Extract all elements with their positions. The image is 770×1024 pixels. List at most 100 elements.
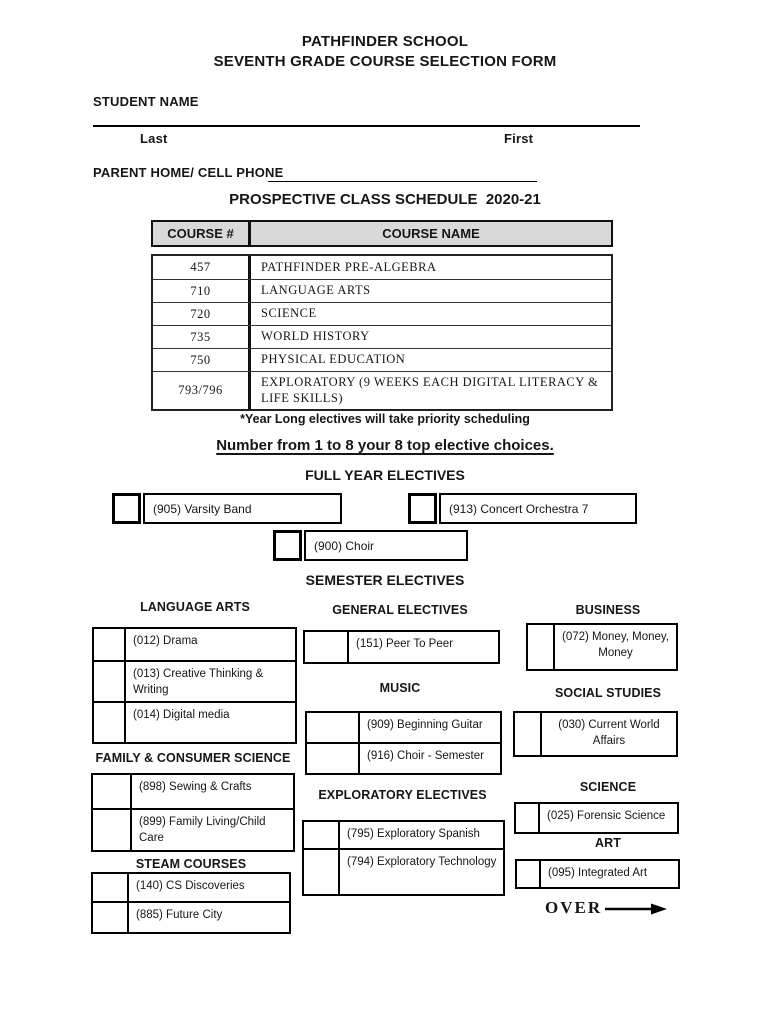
steam-courses-heading: STEAM COURSES <box>135 857 247 871</box>
choice-box-concert-orchestra[interactable] <box>408 493 437 524</box>
general-electives-heading: GENERAL ELECTIVES <box>332 603 468 617</box>
elective-row-creative-thinking: (013) Creative Thinking & Writing <box>94 662 295 703</box>
business-table: (072) Money, Money, Money <box>526 623 678 671</box>
elective-instruction: Number from 1 to 8 your 8 top elective c… <box>216 437 554 454</box>
exploratory-electives-heading: EXPLORATORY ELECTIVES <box>318 788 487 802</box>
elective-label: (140) CS Discoveries <box>136 880 245 892</box>
full-year-electives-heading: FULL YEAR ELECTIVES <box>305 467 465 483</box>
over-label: OVER <box>545 898 603 917</box>
priority-note: *Year Long electives will take priority … <box>240 412 530 426</box>
student-name-label: STUDENT NAME <box>93 94 199 109</box>
course-name: LANGUAGE ARTS <box>261 283 371 298</box>
school-name: PATHFINDER SCHOOL <box>301 33 469 50</box>
course-name: EXPLORATORY (9 WEEKS EACH DIGITAL LITERA… <box>261 374 599 405</box>
elective-label: (072) Money, Money, Money <box>562 631 669 660</box>
full-year-elective-concert-orchestra: (913) Concert Orchestra 7 <box>408 493 637 524</box>
elective-label: (030) Current World Affairs <box>558 719 660 748</box>
elective-label: (885) Future City <box>136 909 223 921</box>
choice-box-beginning-guitar[interactable] <box>307 713 360 742</box>
general-electives-table: (151) Peer To Peer <box>303 630 500 664</box>
choice-box-choir[interactable] <box>273 530 302 561</box>
choice-box-money[interactable] <box>528 625 555 669</box>
social-studies-table: (030) Current World Affairs <box>513 711 678 757</box>
schedule-row-language-arts: 710 LANGUAGE ARTS <box>153 279 611 302</box>
choice-box-exploratory-spanish[interactable] <box>304 822 340 848</box>
science-heading: SCIENCE <box>579 780 637 794</box>
right-arrow-icon <box>605 903 667 915</box>
choice-box-cs-discoveries[interactable] <box>93 874 129 901</box>
music-heading: MUSIC <box>379 681 421 695</box>
course-number-column-header: COURSE # <box>153 222 251 245</box>
choice-box-varsity-band[interactable] <box>112 493 141 524</box>
course-name: SCIENCE <box>261 306 317 321</box>
elective-row-digital-media: (014) Digital media <box>94 703 295 742</box>
music-table: (909) Beginning Guitar (916) Choir - Sem… <box>305 711 502 775</box>
course-name: PATHFINDER PRE-ALGEBRA <box>261 259 437 274</box>
parent-phone-field[interactable] <box>268 181 537 182</box>
elective-row-sewing-crafts: (898) Sewing & Crafts <box>93 775 293 810</box>
family-consumer-science-heading: FAMILY & CONSUMER SCIENCE <box>95 751 291 765</box>
full-year-elective-choir: (900) Choir <box>273 530 468 561</box>
first-name-caption: First <box>504 131 534 146</box>
elective-row-cs-discoveries: (140) CS Discoveries <box>93 874 289 903</box>
schedule-title: PROSPECTIVE CLASS SCHEDULE 2020-21 <box>229 191 541 208</box>
course-number: 457 <box>153 256 251 279</box>
elective-row-family-living: (899) Family Living/Child Care <box>93 810 293 850</box>
language-arts-table: (012) Drama (013) Creative Thinking & Wr… <box>92 627 297 744</box>
schedule-table-header: COURSE # COURSE NAME <box>151 220 613 247</box>
choice-box-forensic-science[interactable] <box>516 804 540 832</box>
choice-box-integrated-art[interactable] <box>517 861 541 887</box>
elective-row-drama: (012) Drama <box>94 629 295 662</box>
choice-box-family-living[interactable] <box>93 810 132 850</box>
elective-label: (909) Beginning Guitar <box>367 719 483 731</box>
steam-courses-table: (140) CS Discoveries (885) Future City <box>91 872 291 934</box>
elective-row-peer-to-peer: (151) Peer To Peer <box>305 632 498 662</box>
science-table: (025) Forensic Science <box>514 802 679 834</box>
choice-box-drama[interactable] <box>94 629 126 660</box>
elective-label: (905) Varsity Band <box>143 493 342 524</box>
choice-box-peer-to-peer[interactable] <box>305 632 349 662</box>
schedule-row-science: 720 SCIENCE <box>153 302 611 325</box>
parent-phone-label: PARENT HOME/ CELL PHONE <box>93 165 284 180</box>
elective-label: (794) Exploratory Technology <box>347 856 497 868</box>
choice-box-future-city[interactable] <box>93 903 129 932</box>
schedule-row-exploratory: 793/796 EXPLORATORY (9 WEEKS EACH DIGITA… <box>153 371 611 409</box>
business-heading: BUSINESS <box>575 603 641 617</box>
choice-box-sewing-crafts[interactable] <box>93 775 132 808</box>
elective-row-choir-semester: (916) Choir - Semester <box>307 744 500 773</box>
form-title: SEVENTH GRADE COURSE SELECTION FORM <box>213 53 557 70</box>
semester-electives-heading: SEMESTER ELECTIVES <box>305 572 465 588</box>
elective-row-exploratory-spanish: (795) Exploratory Spanish <box>304 822 503 850</box>
elective-label: (012) Drama <box>133 635 198 647</box>
elective-label: (013) Creative Thinking & Writing <box>133 668 264 697</box>
elective-row-integrated-art: (095) Integrated Art <box>517 861 678 887</box>
elective-label: (900) Choir <box>304 530 468 561</box>
choice-box-choir-semester[interactable] <box>307 744 360 773</box>
choice-box-digital-media[interactable] <box>94 703 126 742</box>
social-studies-heading: SOCIAL STUDIES <box>554 686 662 700</box>
elective-row-beginning-guitar: (909) Beginning Guitar <box>307 713 500 744</box>
course-name: WORLD HISTORY <box>261 329 370 344</box>
student-name-field[interactable] <box>93 125 640 127</box>
art-heading: ART <box>595 836 621 850</box>
elective-row-current-world-affairs: (030) Current World Affairs <box>515 713 676 755</box>
course-number: 750 <box>153 349 251 371</box>
elective-label: (899) Family Living/Child Care <box>139 816 266 845</box>
elective-label: (916) Choir - Semester <box>367 750 484 762</box>
schedule-row-world-history: 735 WORLD HISTORY <box>153 325 611 348</box>
elective-label: (095) Integrated Art <box>548 867 648 879</box>
course-name-column-header: COURSE NAME <box>382 226 480 241</box>
family-consumer-science-table: (898) Sewing & Crafts (899) Family Livin… <box>91 773 295 852</box>
course-number: 735 <box>153 326 251 348</box>
elective-row-forensic-science: (025) Forensic Science <box>516 804 677 832</box>
choice-box-current-world-affairs[interactable] <box>515 713 542 755</box>
choice-box-exploratory-technology[interactable] <box>304 850 340 894</box>
choice-box-creative-thinking[interactable] <box>94 662 126 701</box>
elective-label: (913) Concert Orchestra 7 <box>439 493 637 524</box>
course-number: 793/796 <box>153 372 251 409</box>
elective-label: (795) Exploratory Spanish <box>347 828 480 840</box>
elective-label: (898) Sewing & Crafts <box>139 781 252 793</box>
exploratory-electives-table: (795) Exploratory Spanish (794) Explorat… <box>302 820 505 896</box>
full-year-elective-varsity-band: (905) Varsity Band <box>112 493 342 524</box>
